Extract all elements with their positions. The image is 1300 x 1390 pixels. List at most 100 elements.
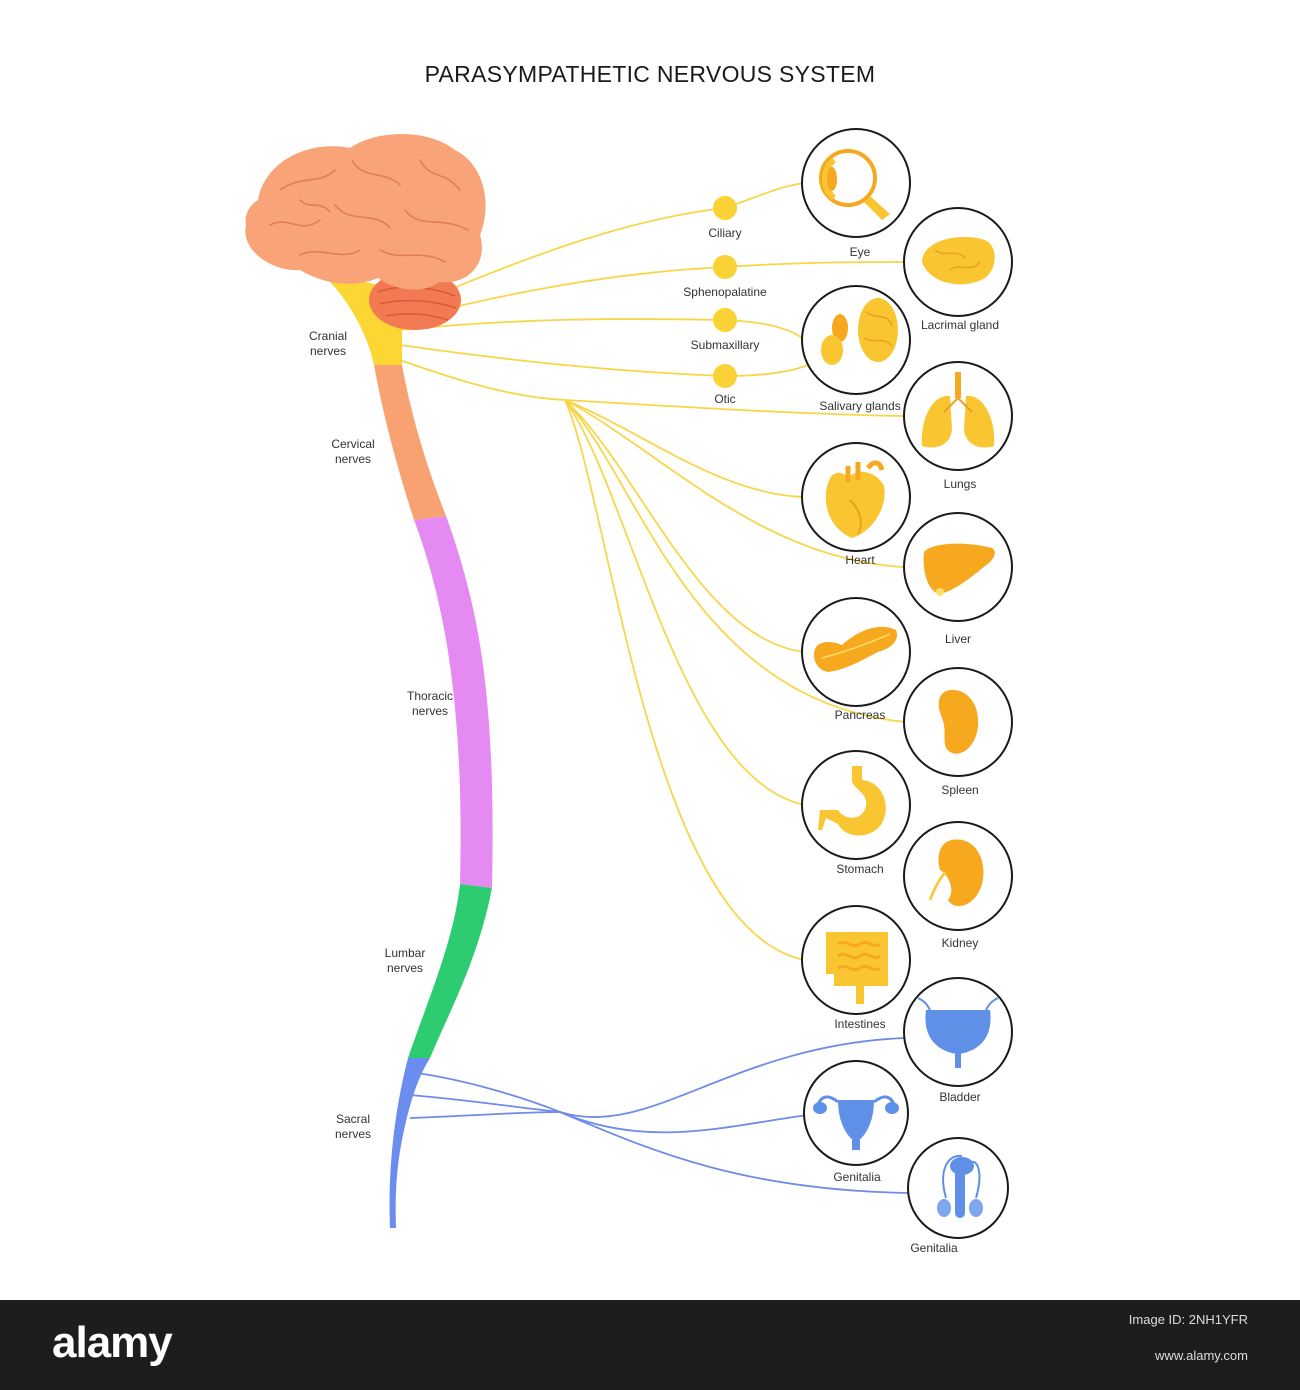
- image-id: Image ID: 2NH1YFR: [1128, 1312, 1248, 1327]
- lungs-icon: [921, 372, 995, 448]
- organ-spleen: Spleen: [903, 667, 1013, 797]
- nerve-lungs: [564, 399, 906, 417]
- label-sacral-2: nerves: [335, 1127, 371, 1141]
- ganglion-ciliary: [713, 196, 737, 220]
- organ-label-bladder: Bladder: [939, 1090, 980, 1104]
- ganglia: Ciliary Sphenopalatine Submaxillary Otic: [683, 196, 767, 406]
- brain-illustration: [245, 133, 486, 330]
- eye-icon: [819, 149, 890, 220]
- nerve-salivary-2: [724, 364, 809, 377]
- organ-label-intestines: Intestines: [834, 1017, 885, 1031]
- salivary-glands-icon: [821, 298, 898, 365]
- nerve-otic: [399, 344, 726, 377]
- liver-icon: [923, 543, 995, 596]
- label-cranial-2: nerves: [310, 344, 346, 358]
- spine-lumbar-segment: [408, 884, 492, 1058]
- male-genitalia-icon: [937, 1154, 983, 1218]
- ganglion-submaxillary: [713, 308, 737, 332]
- uterus-icon: [813, 1095, 899, 1150]
- nerve-pancreas: [564, 399, 806, 653]
- nerve-liver: [564, 399, 906, 568]
- nerve-bladder: [559, 1037, 906, 1118]
- organ-label-genitalia-male: Genitalia: [910, 1241, 958, 1255]
- nerve-vagus-trunk: [399, 359, 566, 401]
- lacrimal-gland-icon: [922, 236, 995, 285]
- organ-stomach-circle: [801, 750, 911, 860]
- spine-sacral-segment: [389, 1058, 430, 1228]
- nerve-submaxillary: [399, 318, 726, 331]
- bladder-icon: [917, 997, 999, 1068]
- nerve-salivary-1: [724, 319, 806, 341]
- organ-eye: Eye: [801, 128, 911, 259]
- label-thoracic-1: Thoracic: [407, 689, 453, 703]
- organ-label-heart: Heart: [845, 553, 875, 567]
- alamy-logo: alamy: [52, 1318, 173, 1367]
- label-cranial-1: Cranial: [309, 329, 347, 343]
- kidney-icon: [928, 839, 984, 907]
- ganglion-label-sphenopalatine: Sphenopalatine: [683, 285, 767, 299]
- ganglion-otic: [713, 364, 737, 388]
- organ-label-pancreas: Pancreas: [835, 708, 886, 722]
- organ-bladder: Bladder: [903, 977, 1013, 1104]
- organ-kidney: Kidney: [903, 821, 1013, 950]
- organ-label-lacrimal: Lacrimal gland: [921, 318, 999, 332]
- organ-lungs: Lungs: [903, 361, 1013, 491]
- footer-bar: alamy Image ID: 2NH1YFR www.alamy.com: [0, 1300, 1300, 1390]
- nerve-sacral-3: [409, 1111, 561, 1119]
- organ-label-spleen: Spleen: [941, 783, 978, 797]
- nerve-eye: [724, 182, 806, 209]
- spine-cervical-segment: [374, 365, 446, 520]
- organ-genitalia-male: Genitalia: [907, 1137, 1009, 1255]
- ganglion-label-submaxillary: Submaxillary: [691, 338, 760, 352]
- label-cervical-1: Cervical: [331, 437, 374, 451]
- footer-url: www.alamy.com: [1155, 1348, 1248, 1363]
- organ-pancreas: Pancreas: [801, 597, 911, 722]
- organ-salivary: Salivary glands: [801, 285, 911, 413]
- label-lumbar-2: nerves: [387, 961, 423, 975]
- nerve-sacral-1: [409, 1071, 561, 1113]
- pancreas-icon: [814, 626, 898, 672]
- nerve-sacral-2: [409, 1094, 561, 1113]
- diagram-title: PARASYMPATHETIC NERVOUS SYSTEM: [425, 61, 876, 87]
- label-lumbar-1: Lumbar: [385, 946, 426, 960]
- organ-label-genitalia-female: Genitalia: [833, 1170, 881, 1184]
- nerve-lacrimal: [724, 261, 906, 268]
- ganglion-sphenopalatine: [713, 255, 737, 279]
- organ-stomach: Stomach: [801, 750, 911, 876]
- organ-label-stomach: Stomach: [836, 862, 883, 876]
- organ-label-salivary: Salivary glands: [819, 399, 900, 413]
- heart-icon: [825, 460, 885, 538]
- spleen-icon: [938, 689, 979, 754]
- spine-thoracic-segment: [414, 516, 493, 888]
- label-sacral-1: Sacral: [336, 1112, 370, 1126]
- label-cervical-2: nerves: [335, 452, 371, 466]
- nerve-intestines: [564, 399, 806, 961]
- blue-nerves: [409, 1037, 909, 1194]
- nerve-heart: [564, 399, 806, 498]
- organ-lacrimal: Lacrimal gland: [903, 207, 1013, 332]
- organ-label-lungs: Lungs: [944, 477, 977, 491]
- label-thoracic-2: nerves: [412, 704, 448, 718]
- nerve-genitalia-f: [559, 1111, 809, 1134]
- spine-labels: Cranial nerves Cervical nerves Thoracic …: [309, 329, 453, 1141]
- organ-label-liver: Liver: [945, 632, 971, 646]
- organ-liver: Liver: [903, 512, 1013, 646]
- ganglion-label-otic: Otic: [714, 392, 735, 406]
- organ-label-kidney: Kidney: [942, 936, 979, 950]
- yellow-nerves: [399, 182, 906, 961]
- cerebrum: [245, 133, 486, 290]
- nerve-stomach: [564, 399, 806, 806]
- spinal-cord: [330, 280, 493, 1228]
- organ-intestines: Intestines: [801, 905, 911, 1031]
- ganglion-label-ciliary: Ciliary: [708, 226, 741, 240]
- intestines-icon: [826, 932, 888, 1004]
- organ-eye-circle: [801, 128, 911, 238]
- brain-gyri: [269, 159, 469, 263]
- organ-heart: Heart: [801, 442, 911, 567]
- stomach-icon: [818, 766, 886, 836]
- organ-genitalia-female: Genitalia: [803, 1060, 909, 1184]
- nerve-spleen: [564, 399, 906, 723]
- organ-label-eye: Eye: [850, 245, 871, 259]
- nerve-genitalia-m: [559, 1111, 909, 1194]
